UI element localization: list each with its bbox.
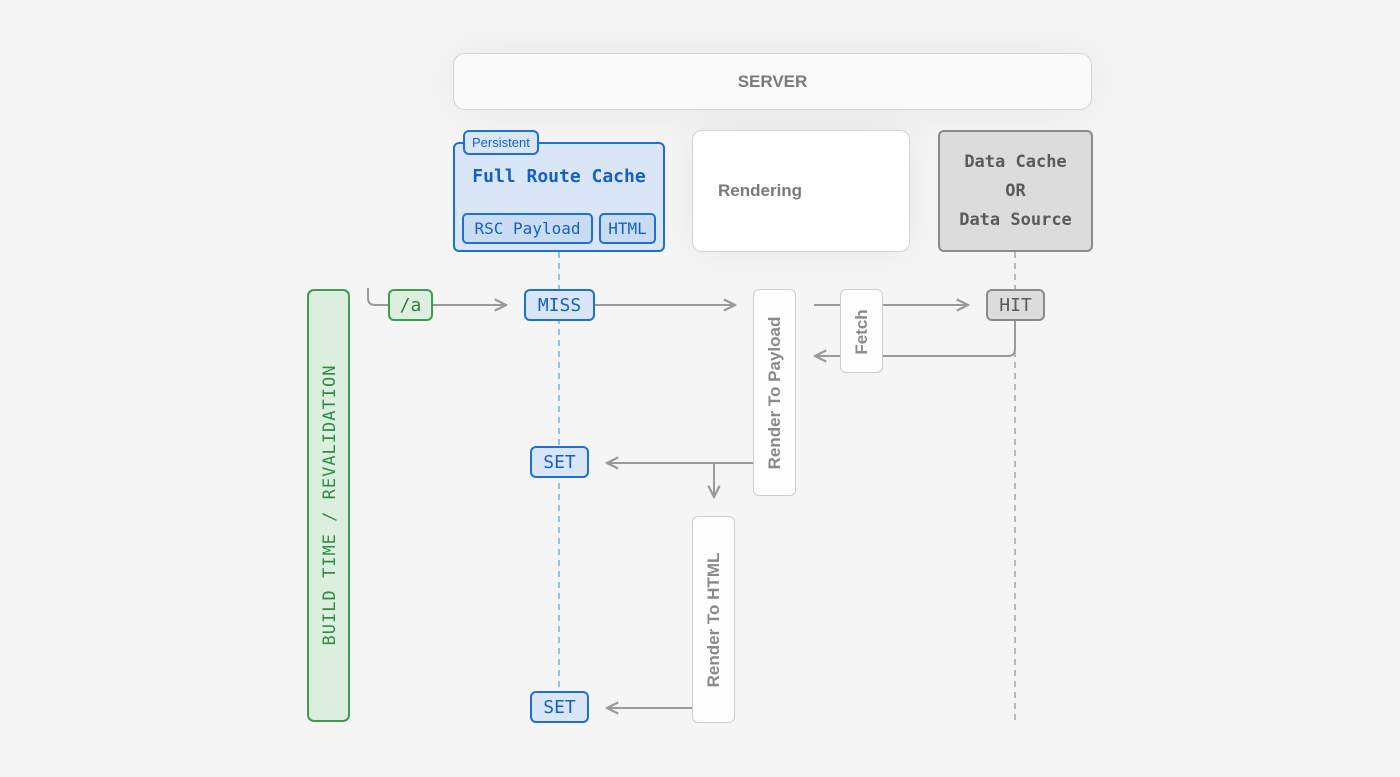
data-cache-line: Data Cache	[964, 151, 1067, 172]
build-time-label: BUILD TIME / REVALIDATION	[320, 364, 340, 646]
set-payload-status: SET	[530, 446, 589, 478]
build-time-bar	[307, 289, 350, 722]
rsc-payload-chip: RSC Payload	[462, 213, 593, 244]
full-route-cache-box: Full Route Cache RSC Payload HTML	[453, 142, 665, 252]
data-cache-box: Data Cache OR Data Source	[938, 130, 1093, 252]
data-source-line: Data Source	[959, 209, 1072, 230]
full-route-cache-title: Full Route Cache	[472, 166, 646, 187]
data-cache-or-line: OR	[1005, 180, 1026, 201]
persistent-badge: Persistent	[463, 130, 539, 155]
fetch-step: Fetch	[840, 289, 883, 373]
render-to-payload-label: Render To Payload	[765, 316, 784, 470]
render-to-payload-step: Render To Payload	[753, 289, 796, 496]
set-html-status: SET	[530, 691, 589, 723]
request-route-chip: /a	[388, 289, 433, 321]
render-to-html-step: Render To HTML	[692, 516, 735, 723]
hit-status: HIT	[986, 289, 1045, 321]
fetch-label: Fetch	[852, 309, 871, 355]
request-entry-line	[367, 288, 388, 306]
arrow-hit-return	[815, 321, 1016, 356]
rendering-box: Rendering	[692, 130, 910, 252]
server-header: SERVER	[453, 53, 1092, 110]
miss-status: MISS	[524, 289, 595, 321]
html-chip: HTML	[599, 213, 656, 244]
render-to-html-label: Render To HTML	[704, 552, 723, 688]
